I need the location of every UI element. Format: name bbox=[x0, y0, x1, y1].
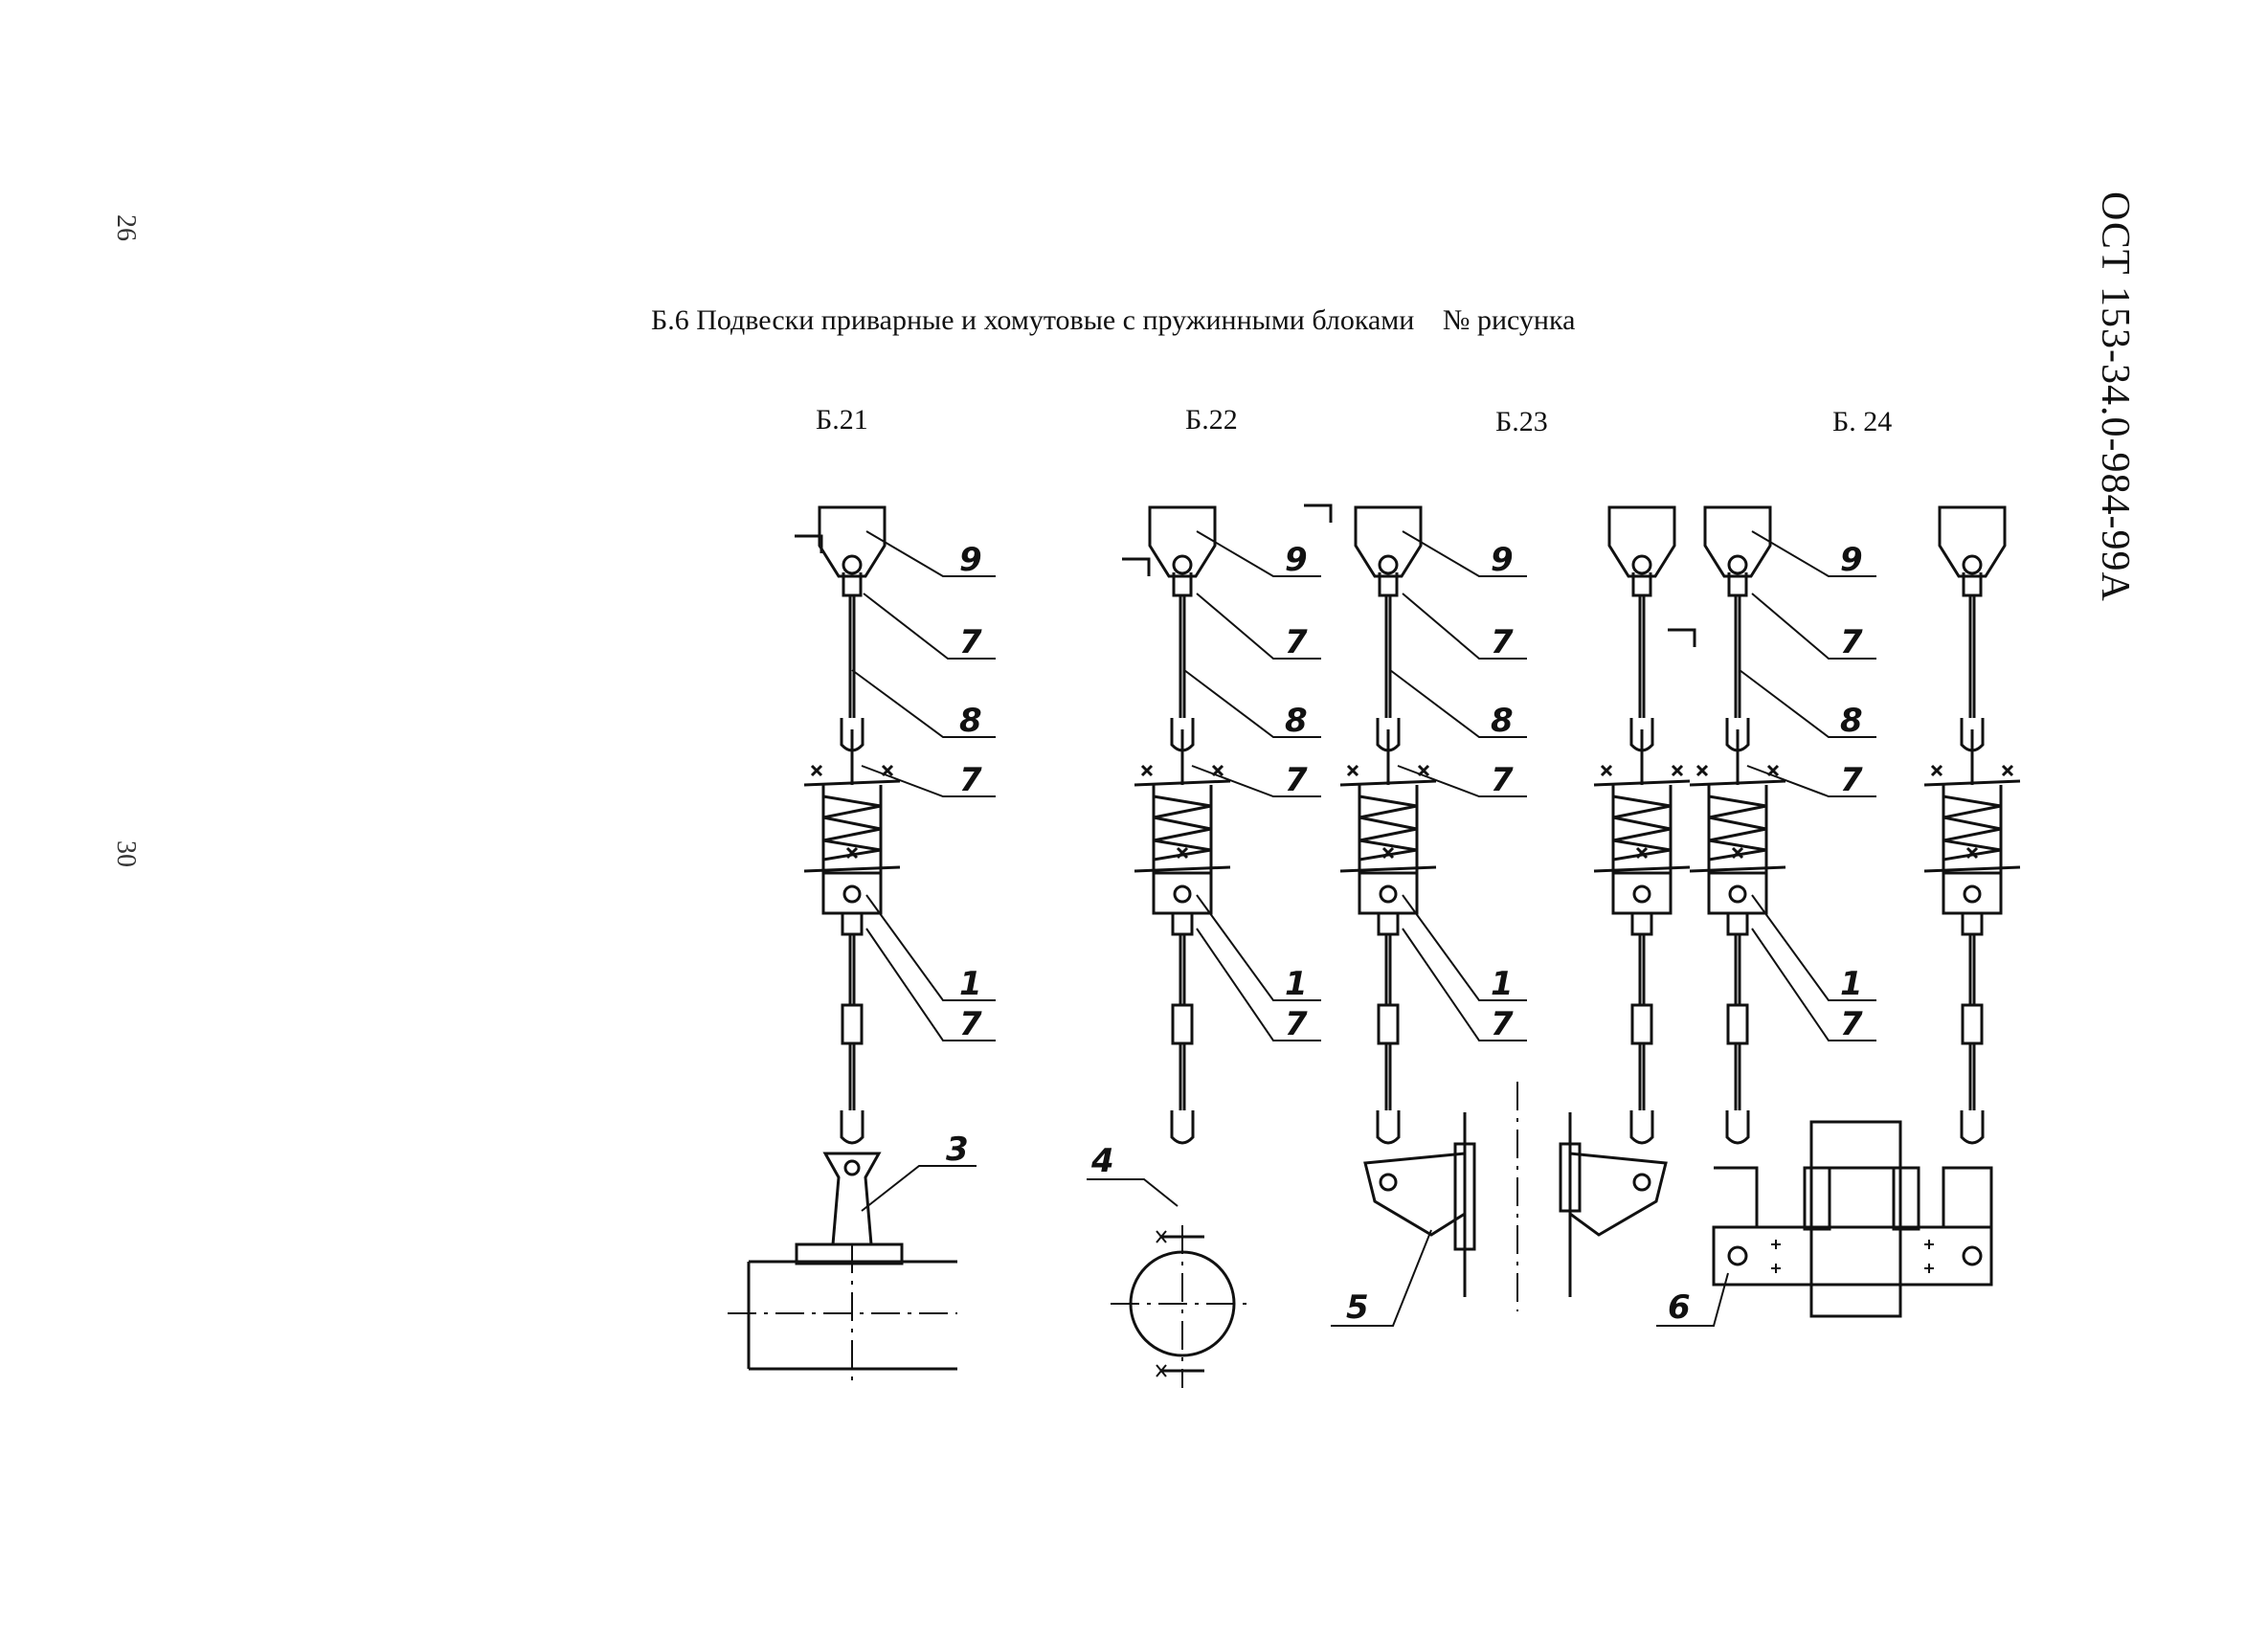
callout-7-b22-top: 7 bbox=[1285, 623, 1308, 661]
callout-1-b24: 1 bbox=[1840, 965, 1863, 1003]
callout-7-b24-top: 7 bbox=[1840, 623, 1863, 661]
callout-7-b21-top: 7 bbox=[959, 623, 982, 661]
callout-7-b22-mid: 7 bbox=[1285, 761, 1308, 799]
callout-8-b21: 8 bbox=[959, 702, 982, 740]
callout-4-b22: 4 bbox=[1090, 1142, 1114, 1180]
callout-9-b22: 9 bbox=[1285, 541, 1308, 579]
callout-8-b22: 8 bbox=[1285, 702, 1308, 740]
callout-8-b23: 8 bbox=[1491, 702, 1514, 740]
callout-3-b21: 3 bbox=[946, 1130, 969, 1169]
section-heading: Б.6 Подвески приварные и хомутовые с пру… bbox=[651, 304, 1575, 337]
callout-1-b22: 1 bbox=[1285, 965, 1308, 1003]
callout-7-b23-low: 7 bbox=[1491, 1005, 1514, 1043]
heading-text: Б.6 Подвески приварные и хомутовые с пру… bbox=[651, 304, 1415, 336]
assembly-b24 bbox=[1666, 505, 2022, 1318]
assembly-b22 bbox=[1111, 505, 1254, 1388]
leader-lines bbox=[851, 530, 1876, 1327]
figure-number-caption: № рисунка bbox=[1442, 304, 1576, 336]
callout-6-b24: 6 bbox=[1668, 1288, 1691, 1327]
callout-7-b24-mid: 7 bbox=[1840, 761, 1863, 799]
callout-1-b23: 1 bbox=[1491, 965, 1514, 1003]
figure-label-b24: Б. 24 bbox=[1832, 406, 1893, 437]
callout-1-b21: 1 bbox=[959, 965, 982, 1003]
callout-7-b23-mid: 7 bbox=[1491, 761, 1514, 799]
figure-label-b23: Б.23 bbox=[1495, 406, 1548, 437]
callout-9-b23: 9 bbox=[1491, 541, 1514, 579]
callout-8-b24: 8 bbox=[1840, 702, 1863, 740]
figure-label-b21: Б.21 bbox=[816, 404, 868, 436]
callout-7-b21-low: 7 bbox=[959, 1005, 982, 1043]
callout-7-b21-mid: 7 bbox=[959, 761, 982, 799]
figure-label-b22: Б.22 bbox=[1185, 404, 1238, 436]
assembly-b23 bbox=[1302, 504, 1692, 1311]
callout-9-b24: 9 bbox=[1840, 541, 1863, 579]
callout-7-b23-top: 7 bbox=[1491, 623, 1514, 661]
callout-7-b22-low: 7 bbox=[1285, 1005, 1308, 1043]
assembly-b21 bbox=[728, 505, 957, 1388]
callout-9-b21: 9 bbox=[959, 541, 982, 579]
callout-7-b24-low: 7 bbox=[1840, 1005, 1863, 1043]
callout-5-b23: 5 bbox=[1346, 1288, 1369, 1327]
